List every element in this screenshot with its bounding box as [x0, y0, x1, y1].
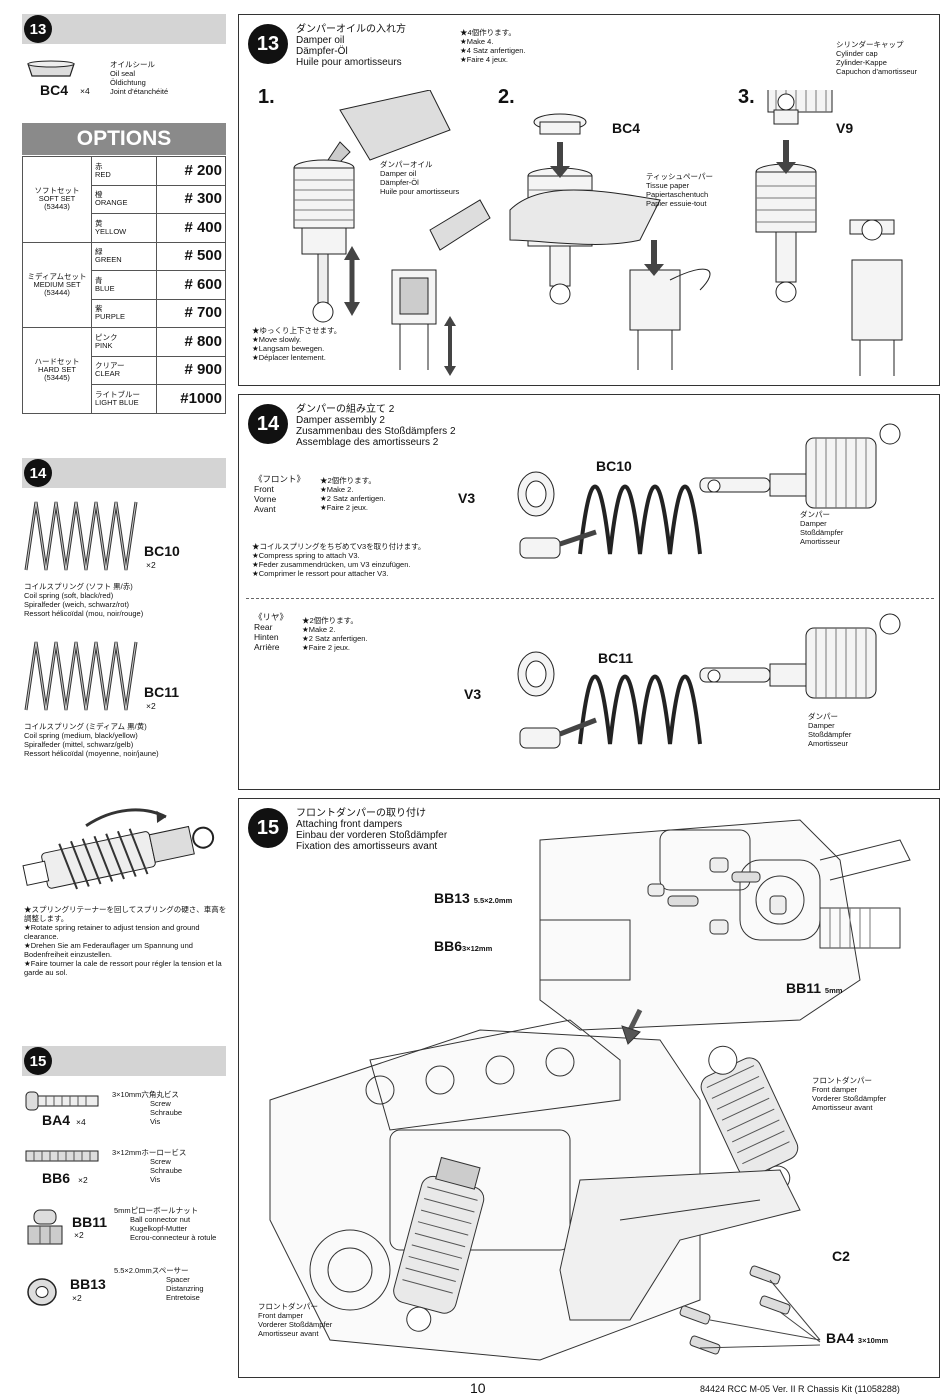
- step15-sidebar-bar: [22, 1046, 226, 1076]
- move-slowly-note: ★ゆっくり上下させます。 ★Move slowly. ★Langsam bewe…: [252, 326, 342, 362]
- front-make-note: ★2個作ります。 ★Make 2. ★2 Satz anfertigen. ★F…: [320, 476, 386, 512]
- step15-sidebar-number: 15: [24, 1047, 52, 1075]
- rear-make-note: ★2個作ります。 ★Make 2. ★2 Satz anfertigen. ★F…: [302, 616, 368, 652]
- step13-make-note: ★4個作ります。 ★Make 4. ★4 Satz anfertigen. ★F…: [460, 28, 526, 64]
- bc11-sidebar-qty: ×2: [146, 701, 156, 711]
- ba4-names: 3×10mm六角丸ビス Screw Schraube Vis: [112, 1090, 183, 1126]
- step14-sidebar-number: 14: [24, 459, 52, 487]
- step13-sidebar-bar: [22, 14, 226, 44]
- step13-sub3: 3.: [738, 86, 755, 108]
- step14-drawing: [517, 423, 901, 749]
- damper-front-label: ダンパー Damper Stoßdämpfer Amortisseur: [800, 510, 844, 546]
- step14-sidebar-bar: [22, 458, 226, 488]
- step13-frame: [238, 14, 940, 386]
- step13-sub2: 2.: [498, 86, 515, 108]
- bc11-sidebar-names: コイルスプリング (ミディアム 黒/黄) Coil spring (medium…: [24, 722, 159, 758]
- bc4-sidebar-names: オイルシール Oil seal Öldichtung Joint d'étanc…: [110, 60, 169, 96]
- damper-rear-label: ダンパー Damper Stoßdämpfer Amortisseur: [808, 712, 852, 748]
- bb6-code: BB6: [42, 1170, 71, 1186]
- step13-drawing: [293, 90, 903, 376]
- bc11-sidebar-code: BC11: [144, 684, 180, 700]
- front-rear-divider: [246, 598, 934, 599]
- ba4-qty: ×4: [76, 1117, 86, 1127]
- step15-title: フロントダンパーの取り付け Attaching front dampers Ei…: [296, 808, 448, 852]
- coil-spring-bc10-drawing: [24, 501, 138, 571]
- cylinder-cap-label: シリンダーキャップ Cylinder cap Zylinder-Kappe Ca…: [836, 40, 918, 76]
- kit-footer: 84424 RCC M-05 Ver. II R Chassis Kit (11…: [700, 1384, 900, 1394]
- step13-number: 13: [248, 24, 288, 64]
- step13-title: ダンパーオイルの入れ方 Damper oil Dämpfer-Öl Huile …: [296, 24, 406, 68]
- v9-label: V9: [836, 120, 854, 136]
- front-damper-left-label: フロントダンパー Front damper Vorderer Stoßdämpf…: [258, 1302, 333, 1338]
- step14-frame: [238, 394, 940, 790]
- bb11-nut-drawing: [27, 1209, 63, 1245]
- front-damper-right-label: フロントダンパー Front damper Vorderer Stoßdämpf…: [812, 1076, 887, 1112]
- step15-chassis-drawing: [269, 819, 911, 1361]
- compress-note: ★コイルスプリングをちぢめてV3を取り付けます。 ★Compress sprin…: [252, 542, 426, 578]
- ba4-screw-drawing: [25, 1091, 99, 1111]
- coil-spring-bc11-drawing: [24, 641, 138, 711]
- page-number: 10: [470, 1380, 486, 1396]
- bc10-sidebar-names: コイルスプリング (ソフト 黒/赤) Coil spring (soft, bl…: [24, 582, 144, 618]
- bb6-qty: ×2: [78, 1175, 88, 1185]
- bc4-sidebar-code: BC4: [40, 82, 69, 98]
- bc10-sidebar-code: BC10: [144, 543, 180, 559]
- bb13-label: BB13 5.5×2.0mm: [434, 890, 513, 906]
- bc10-label: BC10: [596, 458, 632, 474]
- v3-front-label: V3: [458, 490, 476, 506]
- step15-frame: [238, 798, 940, 1378]
- bc4-label: BC4: [612, 120, 641, 136]
- damper-oil-label: ダンパーオイル Damper oil Dämpfer-Öl Huile pour…: [380, 160, 460, 196]
- bb6-names: 3×12mmホーロービス Screw Schraube Vis: [112, 1148, 187, 1184]
- step13-sub1: 1.: [258, 86, 275, 108]
- bb13-code: BB13: [70, 1276, 106, 1292]
- bb6-screw-drawing: [25, 1150, 99, 1162]
- bb11-names: 5mmピローボールナット Ball connector nut Kugelkop…: [114, 1206, 217, 1242]
- bb13-spacer-drawing: [27, 1278, 57, 1306]
- bc10-sidebar-qty: ×2: [146, 560, 156, 570]
- front-label: 《フロント》 Front Vorne Avant: [254, 474, 306, 514]
- spring-retainer-drawing: [22, 808, 215, 890]
- c2-label: C2: [832, 1248, 850, 1264]
- ba4-code: BA4: [42, 1112, 71, 1128]
- ba4-label: BA4 3×10mm: [826, 1330, 889, 1346]
- step15-number: 15: [248, 808, 288, 848]
- oil-seal-drawing: [27, 60, 75, 77]
- options-header: OPTIONS: [22, 123, 226, 155]
- bc4-sidebar-qty: ×4: [80, 86, 90, 96]
- step14-number: 14: [248, 404, 288, 444]
- bb11-qty: ×2: [74, 1230, 84, 1240]
- bb11-code: BB11: [72, 1214, 108, 1230]
- rear-label: 《リヤ》 Rear Hinten Arrière: [254, 612, 289, 652]
- bb13-qty: ×2: [72, 1293, 82, 1303]
- bb11-label: BB11 5mm: [786, 980, 843, 996]
- tissue-label: ティッシュペーパー Tissue paper Papiertaschentuch…: [646, 172, 713, 208]
- bc11-label: BC11: [598, 650, 634, 666]
- bb13-names: 5.5×2.0mmスペーサー Spacer Distanzring Entret…: [114, 1266, 204, 1302]
- retainer-note: ★スプリングリテーナーを回してスプリングの硬さ、車高を調整します。 ★Rotat…: [24, 905, 227, 977]
- step13-sidebar-number: 13: [24, 15, 52, 43]
- bb6-label: BB63×12mm: [434, 938, 493, 954]
- v3-rear-label: V3: [464, 686, 482, 702]
- step14-title: ダンパーの組み立て 2 Damper assembly 2 Zusammenba…: [296, 404, 456, 448]
